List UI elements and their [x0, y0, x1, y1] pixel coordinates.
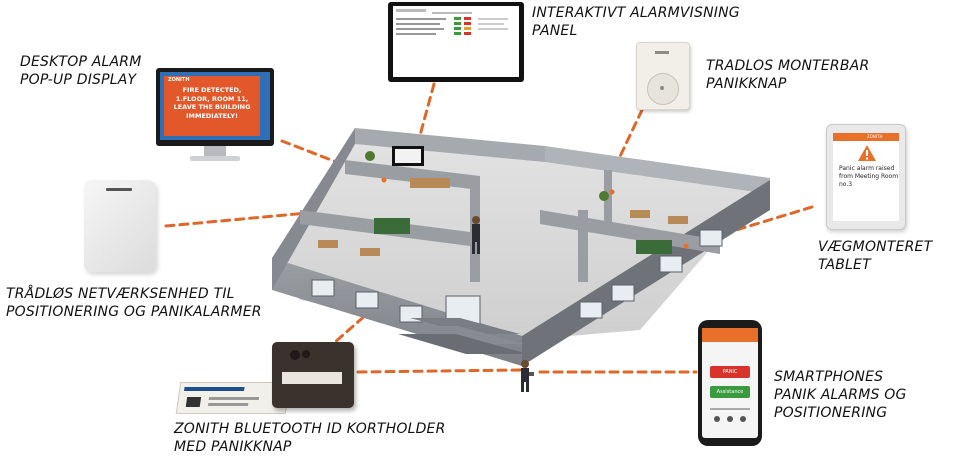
network-unit-device	[84, 180, 156, 272]
person-outside	[521, 360, 534, 392]
connector-network-unit	[164, 210, 320, 228]
person-inside	[472, 216, 480, 254]
tablet-alarm-message: Panic alarm raised from Meeting Room no.…	[839, 165, 899, 188]
desktop-alarm-message: FIRE DETECTED, 1.FLOOR, ROOM 11, LEAVE T…	[173, 86, 251, 120]
card-holder-body	[272, 342, 354, 408]
alarm-panel-monitor	[388, 2, 524, 82]
panic-phone-button[interactable]: PANIC	[710, 366, 750, 378]
smartphone: PANIC Assistance	[698, 320, 762, 446]
desktop-monitor: ZONITH FIRE DETECTED, 1.FLOOR, ROOM 11, …	[156, 68, 274, 164]
warning-icon	[858, 145, 876, 161]
label-panic-button: TRADLOS MONTERBAR PANIKKNAP	[706, 58, 870, 92]
tablet-brand: ZONITH	[867, 134, 883, 139]
desktop-brand: ZONITH	[168, 77, 190, 83]
label-desktop: DESKTOP ALARM POP-UP DISPLAY	[20, 54, 142, 88]
wall-tablet: ZONITH Panic alarm raised from Meeting R…	[826, 124, 906, 230]
wall-left	[272, 128, 355, 290]
connector-smartphone-a	[356, 368, 522, 374]
label-panel: INTERAKTIVT ALARMVISNING PANEL	[532, 5, 740, 39]
label-network-unit: TRÅDLØS NETVÆRKSENHED TIL POSITIONERING …	[6, 286, 262, 320]
label-card-holder: ZONITH BLUETOOTH ID KORTHOLDER MED PANIK…	[174, 421, 446, 455]
assistance-phone-button[interactable]: Assistance	[710, 386, 750, 398]
label-smartphone: SMARTPHONES PANIK ALARMS OG POSITIONERIN…	[774, 369, 907, 421]
wall-back-left	[355, 128, 545, 162]
id-card-holder	[175, 342, 358, 418]
wall-front-right	[522, 180, 770, 366]
panic-button-device	[636, 42, 690, 110]
label-tablet: VÆGMONTERET TABLET	[818, 239, 933, 273]
wall-back-right	[545, 146, 770, 194]
